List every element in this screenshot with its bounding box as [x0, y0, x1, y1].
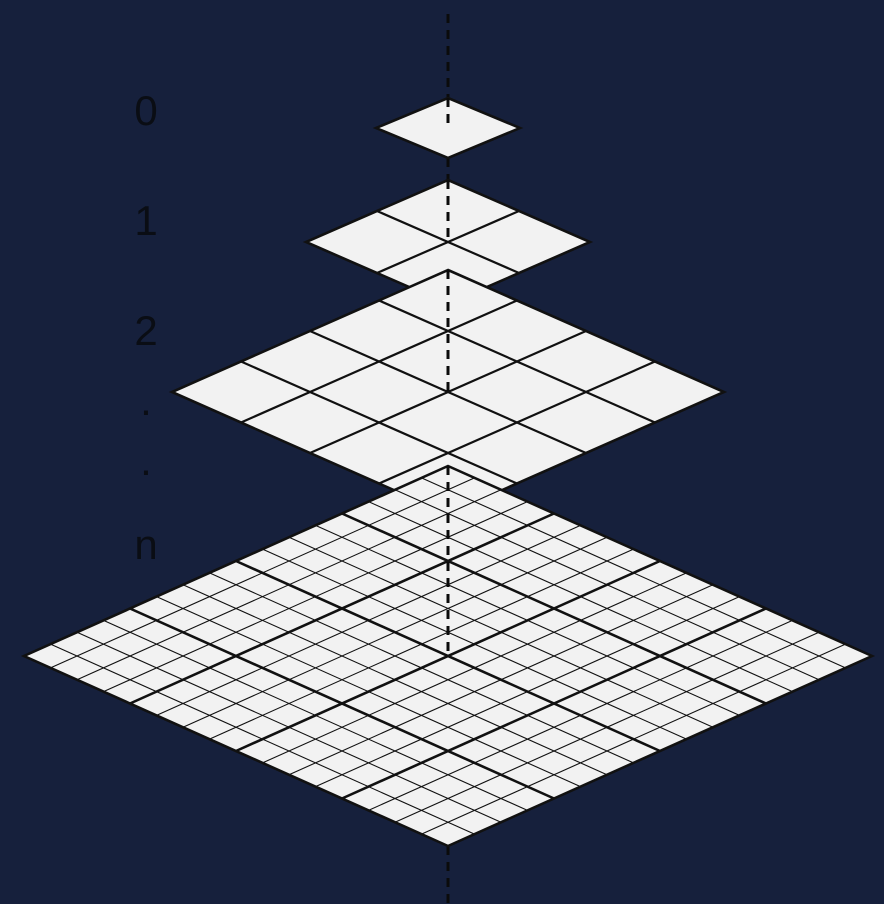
zoom-level-2-label: 2	[126, 310, 166, 352]
zoom-level-n-label: n	[126, 524, 166, 566]
zoom-level-0-label: 0	[126, 90, 166, 132]
zoom-level-1-label: 1	[126, 200, 166, 242]
ellipsis-dot: .	[126, 380, 166, 422]
ellipsis-dot: .	[126, 440, 166, 482]
